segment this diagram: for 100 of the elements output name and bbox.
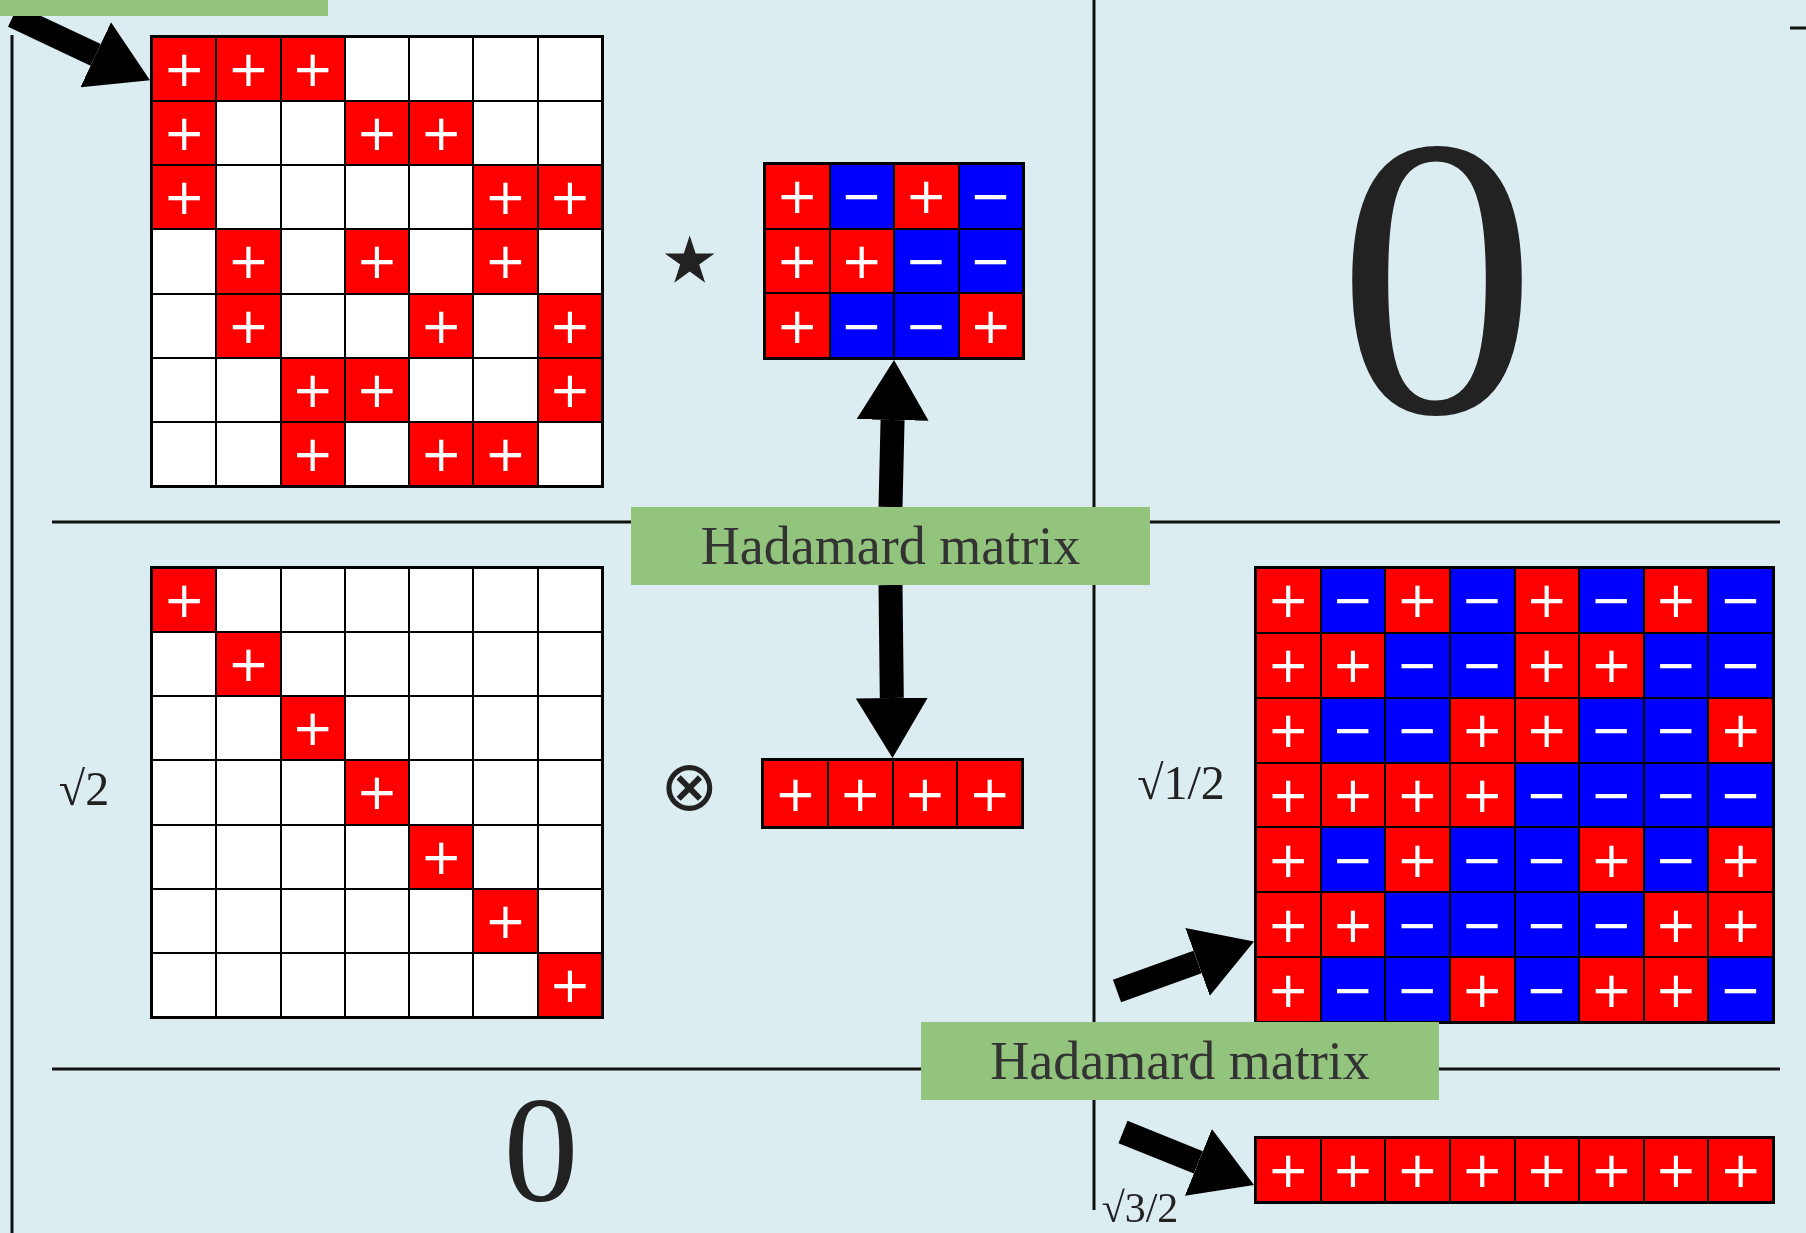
matrix-cell: −	[1449, 827, 1515, 893]
matrix-cell: +	[1579, 957, 1644, 1022]
matrix-cell	[152, 824, 217, 889]
matrix-cell: +	[1514, 632, 1580, 698]
matrix-cell: −	[1449, 892, 1515, 958]
matrix-cell: +	[409, 824, 474, 889]
matrix-cell: +	[958, 293, 1023, 358]
matrix-cell: +	[409, 101, 474, 166]
matrix-cell: +	[1514, 1138, 1580, 1202]
math-expression: √3/2	[1101, 1187, 1179, 1229]
matrix-cell: +	[1256, 957, 1321, 1022]
matrix-cell: −	[894, 293, 959, 358]
matrix-cell	[409, 165, 474, 230]
matrix-cell: +	[1320, 762, 1386, 828]
matrix-cell	[152, 357, 217, 422]
matrix-grid	[763, 162, 1025, 360]
matrix-cell: −	[1579, 697, 1644, 763]
matrix-cell: +	[344, 357, 410, 422]
matrix-cell	[280, 888, 345, 953]
matrix-cell	[344, 421, 410, 486]
matrix-cell: +	[1449, 957, 1515, 1022]
matrix-cell	[152, 229, 217, 294]
zero-numeral: 0	[1337, 78, 1537, 478]
matrix-cell: +	[473, 888, 538, 953]
matrix-cell	[409, 760, 474, 825]
matrix-cell	[409, 37, 474, 102]
matrix-cell	[409, 952, 474, 1017]
matrix-cell	[280, 824, 345, 889]
matrix-cell	[537, 696, 602, 761]
matrix-cell	[409, 357, 474, 422]
matrix-cell: +	[1256, 762, 1321, 828]
matrix-cell	[344, 888, 410, 953]
matrix-cell	[344, 952, 410, 1017]
matrix-cell	[409, 696, 474, 761]
matrix-cell: −	[1320, 568, 1386, 633]
matrix-cell: +	[1256, 568, 1321, 633]
matrix-cell: +	[827, 760, 893, 827]
matrix-cell: +	[1514, 568, 1580, 633]
matrix-cell: −	[1708, 632, 1773, 698]
matrix-cell: −	[958, 228, 1023, 294]
matrix-cell	[152, 952, 217, 1017]
matrix-cell: +	[152, 37, 217, 102]
matrix-cell	[152, 696, 217, 761]
matrix-cell	[473, 37, 538, 102]
matrix-cell: +	[1449, 697, 1515, 763]
matrix-cell: −	[1514, 827, 1580, 893]
matrix-cell: +	[1256, 632, 1321, 698]
matrix-cell: +	[1256, 827, 1321, 893]
matrix-cell: −	[1579, 762, 1644, 828]
matrix-cell	[409, 632, 474, 697]
matrix-cell: +	[763, 760, 828, 827]
matrix-cell	[280, 632, 345, 697]
matrix-cell: +	[280, 696, 345, 761]
matrix-cell: +	[1256, 697, 1321, 763]
matrix-cell: +	[1643, 1138, 1709, 1202]
matrix-cell: −	[1643, 697, 1709, 763]
matrix-cell	[537, 229, 602, 294]
matrix-cell: +	[537, 165, 602, 230]
matrix-cell	[216, 824, 281, 889]
matrix-cell	[280, 165, 345, 230]
matrix-cell: −	[1643, 827, 1709, 893]
matrix-cell: −	[829, 293, 894, 358]
matrix-cell: +	[216, 37, 281, 102]
matrix-cell: +	[216, 293, 281, 358]
matrix-cell: +	[473, 165, 538, 230]
arrow	[856, 360, 929, 508]
matrix-cell	[344, 568, 410, 633]
matrix-cell: −	[1514, 957, 1580, 1022]
matrix-cell: +	[894, 164, 959, 229]
matrix-cell: +	[1643, 892, 1709, 958]
matrix-cell	[473, 357, 538, 422]
matrix-cell: +	[1643, 568, 1709, 633]
matrix-cell	[280, 760, 345, 825]
matrix-cell: −	[958, 164, 1023, 229]
matrix-cell	[216, 568, 281, 633]
matrix-cell	[537, 101, 602, 166]
matrix-cell	[216, 952, 281, 1017]
matrix-cell: +	[1320, 632, 1386, 698]
matrix-cell: −	[1385, 957, 1450, 1022]
matrix-cell: −	[894, 228, 959, 294]
arrow	[1112, 928, 1254, 1003]
matrix-cell: +	[1320, 892, 1386, 958]
matrix-cell: +	[537, 357, 602, 422]
matrix-cell: −	[1320, 697, 1386, 763]
matrix-cell	[216, 696, 281, 761]
math-expression: √2	[58, 765, 110, 813]
matrix-cell: +	[216, 632, 281, 697]
matrix-cell	[280, 952, 345, 1017]
matrix-cell: +	[280, 357, 345, 422]
matrix-cell	[344, 696, 410, 761]
matrix-cell: −	[1579, 892, 1644, 958]
matrix-cell	[473, 632, 538, 697]
matrix-cell: +	[1385, 762, 1450, 828]
matrix-cell: +	[1708, 1138, 1773, 1202]
matrix-cell: +	[829, 228, 894, 294]
matrix-grid	[1254, 1136, 1775, 1204]
matrix-grid	[150, 35, 604, 488]
matrix-cell	[537, 888, 602, 953]
matrix-cell	[537, 421, 602, 486]
matrix-cell: +	[1579, 827, 1644, 893]
